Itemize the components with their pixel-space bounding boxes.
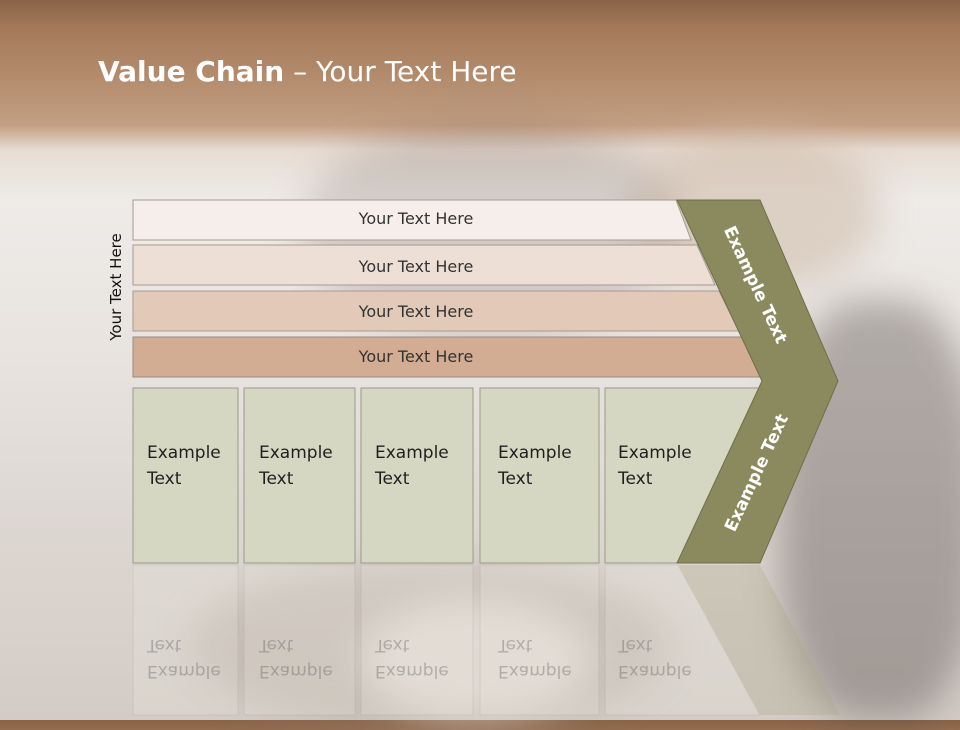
reflection-group [132, 564, 840, 716]
box-3-line2: Text [375, 469, 410, 489]
box-4-refl-line1: Example [498, 661, 572, 681]
reflection-box-5 [604, 564, 761, 716]
row-2-label: Your Text Here [358, 257, 474, 276]
box-5-line2: Text [618, 469, 653, 489]
box-4-refl-line2: Text [498, 635, 533, 655]
reflection-box-3 [360, 564, 474, 716]
box-1-shape [132, 387, 239, 564]
box-2-shape [243, 387, 356, 564]
box-5-refl-line1: Example [618, 661, 692, 681]
row-1-label: Your Text Here [358, 209, 474, 228]
chevron-arrow [676, 199, 839, 564]
box-1-refl-line1: Example [147, 661, 221, 681]
box-4-reflection: Example Text [498, 632, 572, 684]
box-4-line2: Text [498, 469, 533, 489]
row-1-shape [132, 199, 692, 241]
box-5-reflection: Example Text [618, 632, 692, 684]
box-2-refl-line2: Text [259, 635, 294, 655]
box-3-line1: Example [375, 443, 449, 463]
box-2-line1: Example [259, 443, 333, 463]
row-3-label: Your Text Here [358, 302, 474, 321]
box-5-refl-line2: Text [618, 635, 653, 655]
box-4-shape [479, 387, 600, 564]
box-3-refl-line1: Example [375, 661, 449, 681]
box-1-refl-line2: Text [147, 635, 182, 655]
box-3-reflection: Example Text [375, 632, 449, 684]
box-3-refl-line2: Text [375, 635, 410, 655]
box-3-shape [360, 387, 474, 564]
title-rest: – Your Text Here [284, 55, 517, 88]
box-1-line1: Example [147, 443, 221, 463]
box-1-reflection: Example Text [147, 632, 221, 684]
row-4-label: Your Text Here [358, 347, 474, 366]
slide-title: Value Chain – Your Text Here [98, 55, 517, 88]
reflection-box-2 [243, 564, 356, 716]
title-bold: Value Chain [98, 55, 285, 88]
box-5-line1: Example [618, 443, 692, 463]
background-photo-collar [360, 600, 590, 720]
reflection-box-1 [132, 564, 239, 716]
box-1-line2: Text [147, 469, 182, 489]
box-2-refl-line1: Example [259, 661, 333, 681]
box-4-line1: Example [498, 443, 572, 463]
box-2-reflection: Example Text [259, 632, 333, 684]
row-2-shape [132, 244, 716, 286]
reflection-arrow [678, 565, 840, 715]
reflection-box-4 [479, 564, 600, 716]
box-2-line2: Text [259, 469, 294, 489]
